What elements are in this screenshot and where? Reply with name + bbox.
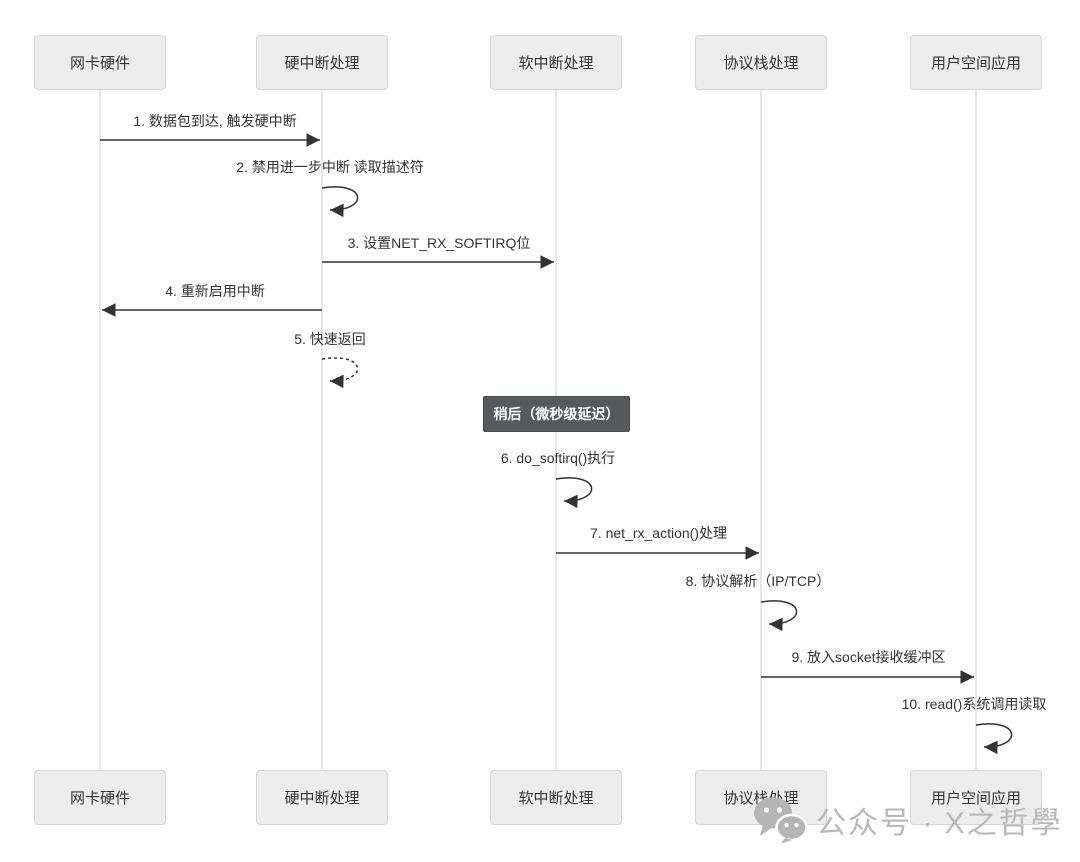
self-loop-msg-10 — [975, 723, 1013, 755]
actor-label: 硬中断处理 — [284, 55, 360, 72]
note-delay: 稍后（微秒级延迟） — [483, 396, 630, 432]
actor-label: 用户空间应用 — [930, 790, 1021, 807]
watermark: 公众号 · X之哲學 — [752, 796, 1063, 844]
actor-label: 软中断处理 — [518, 790, 594, 807]
message-label-4: 4. 重新启用中断 — [165, 283, 265, 299]
actor-box-userspace-top: 用户空间应用 — [910, 35, 1042, 90]
actor-label: 硬中断处理 — [284, 790, 360, 807]
self-loop-msg-8 — [760, 600, 798, 632]
actor-label: 网卡硬件 — [69, 55, 130, 72]
actor-label: 协议栈处理 — [723, 55, 799, 72]
actor-box-userspace-bottom: 用户空间应用 — [910, 770, 1042, 825]
message-label-1: 1. 数据包到达, 触发硬中断 — [133, 113, 297, 129]
self-loop-msg-6 — [555, 477, 593, 509]
message-label-3: 3. 设置NET_RX_SOFTIRQ位 — [347, 235, 531, 251]
actor-label: 用户空间应用 — [930, 55, 1021, 72]
actor-label: 网卡硬件 — [69, 790, 130, 807]
actor-box-hardirq-top: 硬中断处理 — [256, 35, 388, 90]
message-label-8: 8. 协议解析（IP/TCP） — [685, 573, 831, 589]
actor-label: 软中断处理 — [518, 55, 594, 72]
dashed-self-loop-msg-5 — [321, 357, 359, 389]
self-loop-msg-2 — [321, 186, 359, 218]
message-label-6: 6. do_softirq()执行 — [500, 450, 616, 466]
message-label-2: 2. 禁用进一步中断 读取描述符 — [236, 159, 424, 175]
message-label-7: 7. net_rx_action()处理 — [590, 525, 727, 541]
actor-box-softirq-top: 软中断处理 — [490, 35, 622, 90]
message-label-9: 9. 放入socket接收缓冲区 — [791, 649, 946, 665]
message-label-5: 5. 快速返回 — [294, 331, 366, 347]
actor-box-hardirq-bottom: 硬中断处理 — [256, 770, 388, 825]
actor-box-protocol-top: 协议栈处理 — [695, 35, 827, 90]
actor-box-nic-top: 网卡硬件 — [34, 35, 166, 90]
note-label: 稍后（微秒级延迟） — [493, 406, 620, 422]
watermark-text: 公众号 · X之哲學 — [816, 807, 1063, 840]
message-label-10: 10. read()系统调用读取 — [901, 696, 1047, 712]
actor-box-softirq-bottom: 软中断处理 — [490, 770, 622, 825]
actor-box-nic-bottom: 网卡硬件 — [34, 770, 166, 825]
wechat-icon — [752, 796, 808, 844]
